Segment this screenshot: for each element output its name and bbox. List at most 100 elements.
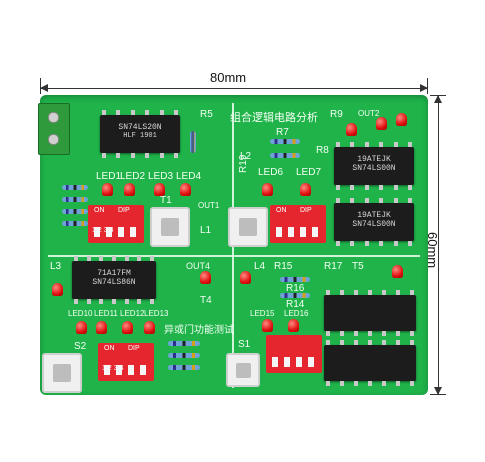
label-l1: L1 [200,225,212,236]
label-out4: OUT4 [186,261,211,271]
label-r9: R9 [330,109,343,120]
led-13 [144,321,155,334]
push-button-t1[interactable] [150,207,190,247]
screw-terminal [38,103,70,155]
label-t4: T4 [200,295,212,306]
led-14 [240,271,251,284]
label-r15: R15 [274,261,293,272]
label-led4: LED4 [176,171,202,182]
ic-chip-u5 [324,290,416,336]
push-button-s2[interactable] [42,353,82,393]
board-title: 组合逻辑电路分析 [230,112,318,124]
label-r14: R14 [286,299,305,310]
label-led2: LED2 [120,171,146,182]
resistor-l [280,293,310,298]
divider-horizontal [48,255,420,257]
resistor-d [62,221,88,226]
push-button-s1[interactable] [226,353,260,387]
label-led1: LED1 [96,171,122,182]
label-s2: S2 [74,341,87,352]
dip-switch-3[interactable]: ON DIP [98,343,154,381]
led-2 [124,183,135,196]
label-l3: L3 [50,261,62,272]
dip-numbers-3: 1 2 3 4 [102,365,124,372]
label-r16: R16 [286,283,305,294]
width-tick-left [40,78,41,94]
led-out2b [396,113,407,126]
chip-u2-line2: SN74LS00N [352,164,396,173]
dip-numbers-1: 1 2 3 4 [92,227,114,234]
led-8 [52,283,63,296]
label-led10: LED10 [68,309,93,318]
width-tick-right [427,78,428,94]
resistor-j [168,365,200,370]
label-t5: T5 [352,261,364,272]
led-r17 [392,265,403,278]
ic-chip-u6 [324,340,416,386]
label-led13: LED13 [144,309,169,318]
led-11 [96,321,107,334]
width-arrow-right [420,84,428,92]
label-r17: R17 [324,261,343,272]
dip-switch-1[interactable]: ON DIP [88,205,144,243]
label-l4: L4 [254,261,266,272]
width-dimension-line [40,88,428,89]
led-16 [288,319,299,332]
led-1 [102,183,113,196]
label-t1: T1 [160,195,172,206]
led-7 [300,183,311,196]
led-3 [154,183,165,196]
resistor-e [190,131,196,153]
resistor-h [168,341,200,346]
label-out2: OUT2 [358,109,380,118]
chip-u1-line1: SN74LS20N [118,123,162,132]
push-button-t2[interactable] [228,207,268,247]
label-s1: S1 [238,339,251,350]
width-arrow-left [40,84,48,92]
led-12 [122,321,133,334]
label-r5: R5 [200,109,213,120]
label-led12: LED12 [120,309,145,318]
chip-u4-line2: SN74LS86N [92,278,136,287]
resistor-b [62,197,88,202]
label-led16: LED16 [284,309,309,318]
height-dimension-line [438,95,439,395]
led-r8 [346,123,357,136]
dip-switch-4[interactable] [266,335,322,373]
label-led3: LED3 [148,171,174,182]
label-r8: R8 [316,145,329,156]
height-tick-bottom [430,394,446,395]
label-r7: R7 [276,127,289,138]
resistor-i [168,353,200,358]
pcb-board: SN74LS20N HLF 1901 组合逻辑电路分析 19ATEJK SN74… [38,95,428,395]
height-arrow-bottom [434,387,442,395]
chip-u3-line2: SN74LS00N [352,220,396,229]
ic-chip-u1: SN74LS20N HLF 1901 [100,110,180,158]
resistor-c [62,209,88,214]
ic-chip-u2: 19ATEJK SN74LS00N [334,142,414,190]
label-out1: OUT1 [198,201,220,210]
label-led7: LED7 [296,167,322,178]
ic-chip-u3: 19ATEJK SN74LS00N [334,198,414,246]
chip-u4-line1: 71A17FM [97,269,131,278]
width-label: 80mm [210,70,247,85]
resistor-k [280,277,310,282]
resistor-f [270,139,300,144]
height-arrow-top [434,95,442,103]
resistor-g [270,153,300,158]
label-led11: LED11 [94,309,118,318]
ic-chip-u4: 71A17FM SN74LS86N [72,256,156,304]
resistor-a [62,185,88,190]
chip-u3-line1: 19ATEJK [357,211,391,220]
section-label: 异或门功能测试 [164,325,234,336]
height-tick-top [430,95,446,96]
led-15 [262,319,273,332]
led-out2a [376,117,387,130]
chip-u2-line1: 19ATEJK [357,155,391,164]
dip-switch-2[interactable]: ON DIP [270,205,326,243]
chip-u1-line2: HLF 1901 [123,132,157,140]
label-led6: LED6 [258,167,284,178]
label-led15: LED15 [250,309,275,318]
led-10 [76,321,87,334]
label-l2: L2 [240,151,252,162]
